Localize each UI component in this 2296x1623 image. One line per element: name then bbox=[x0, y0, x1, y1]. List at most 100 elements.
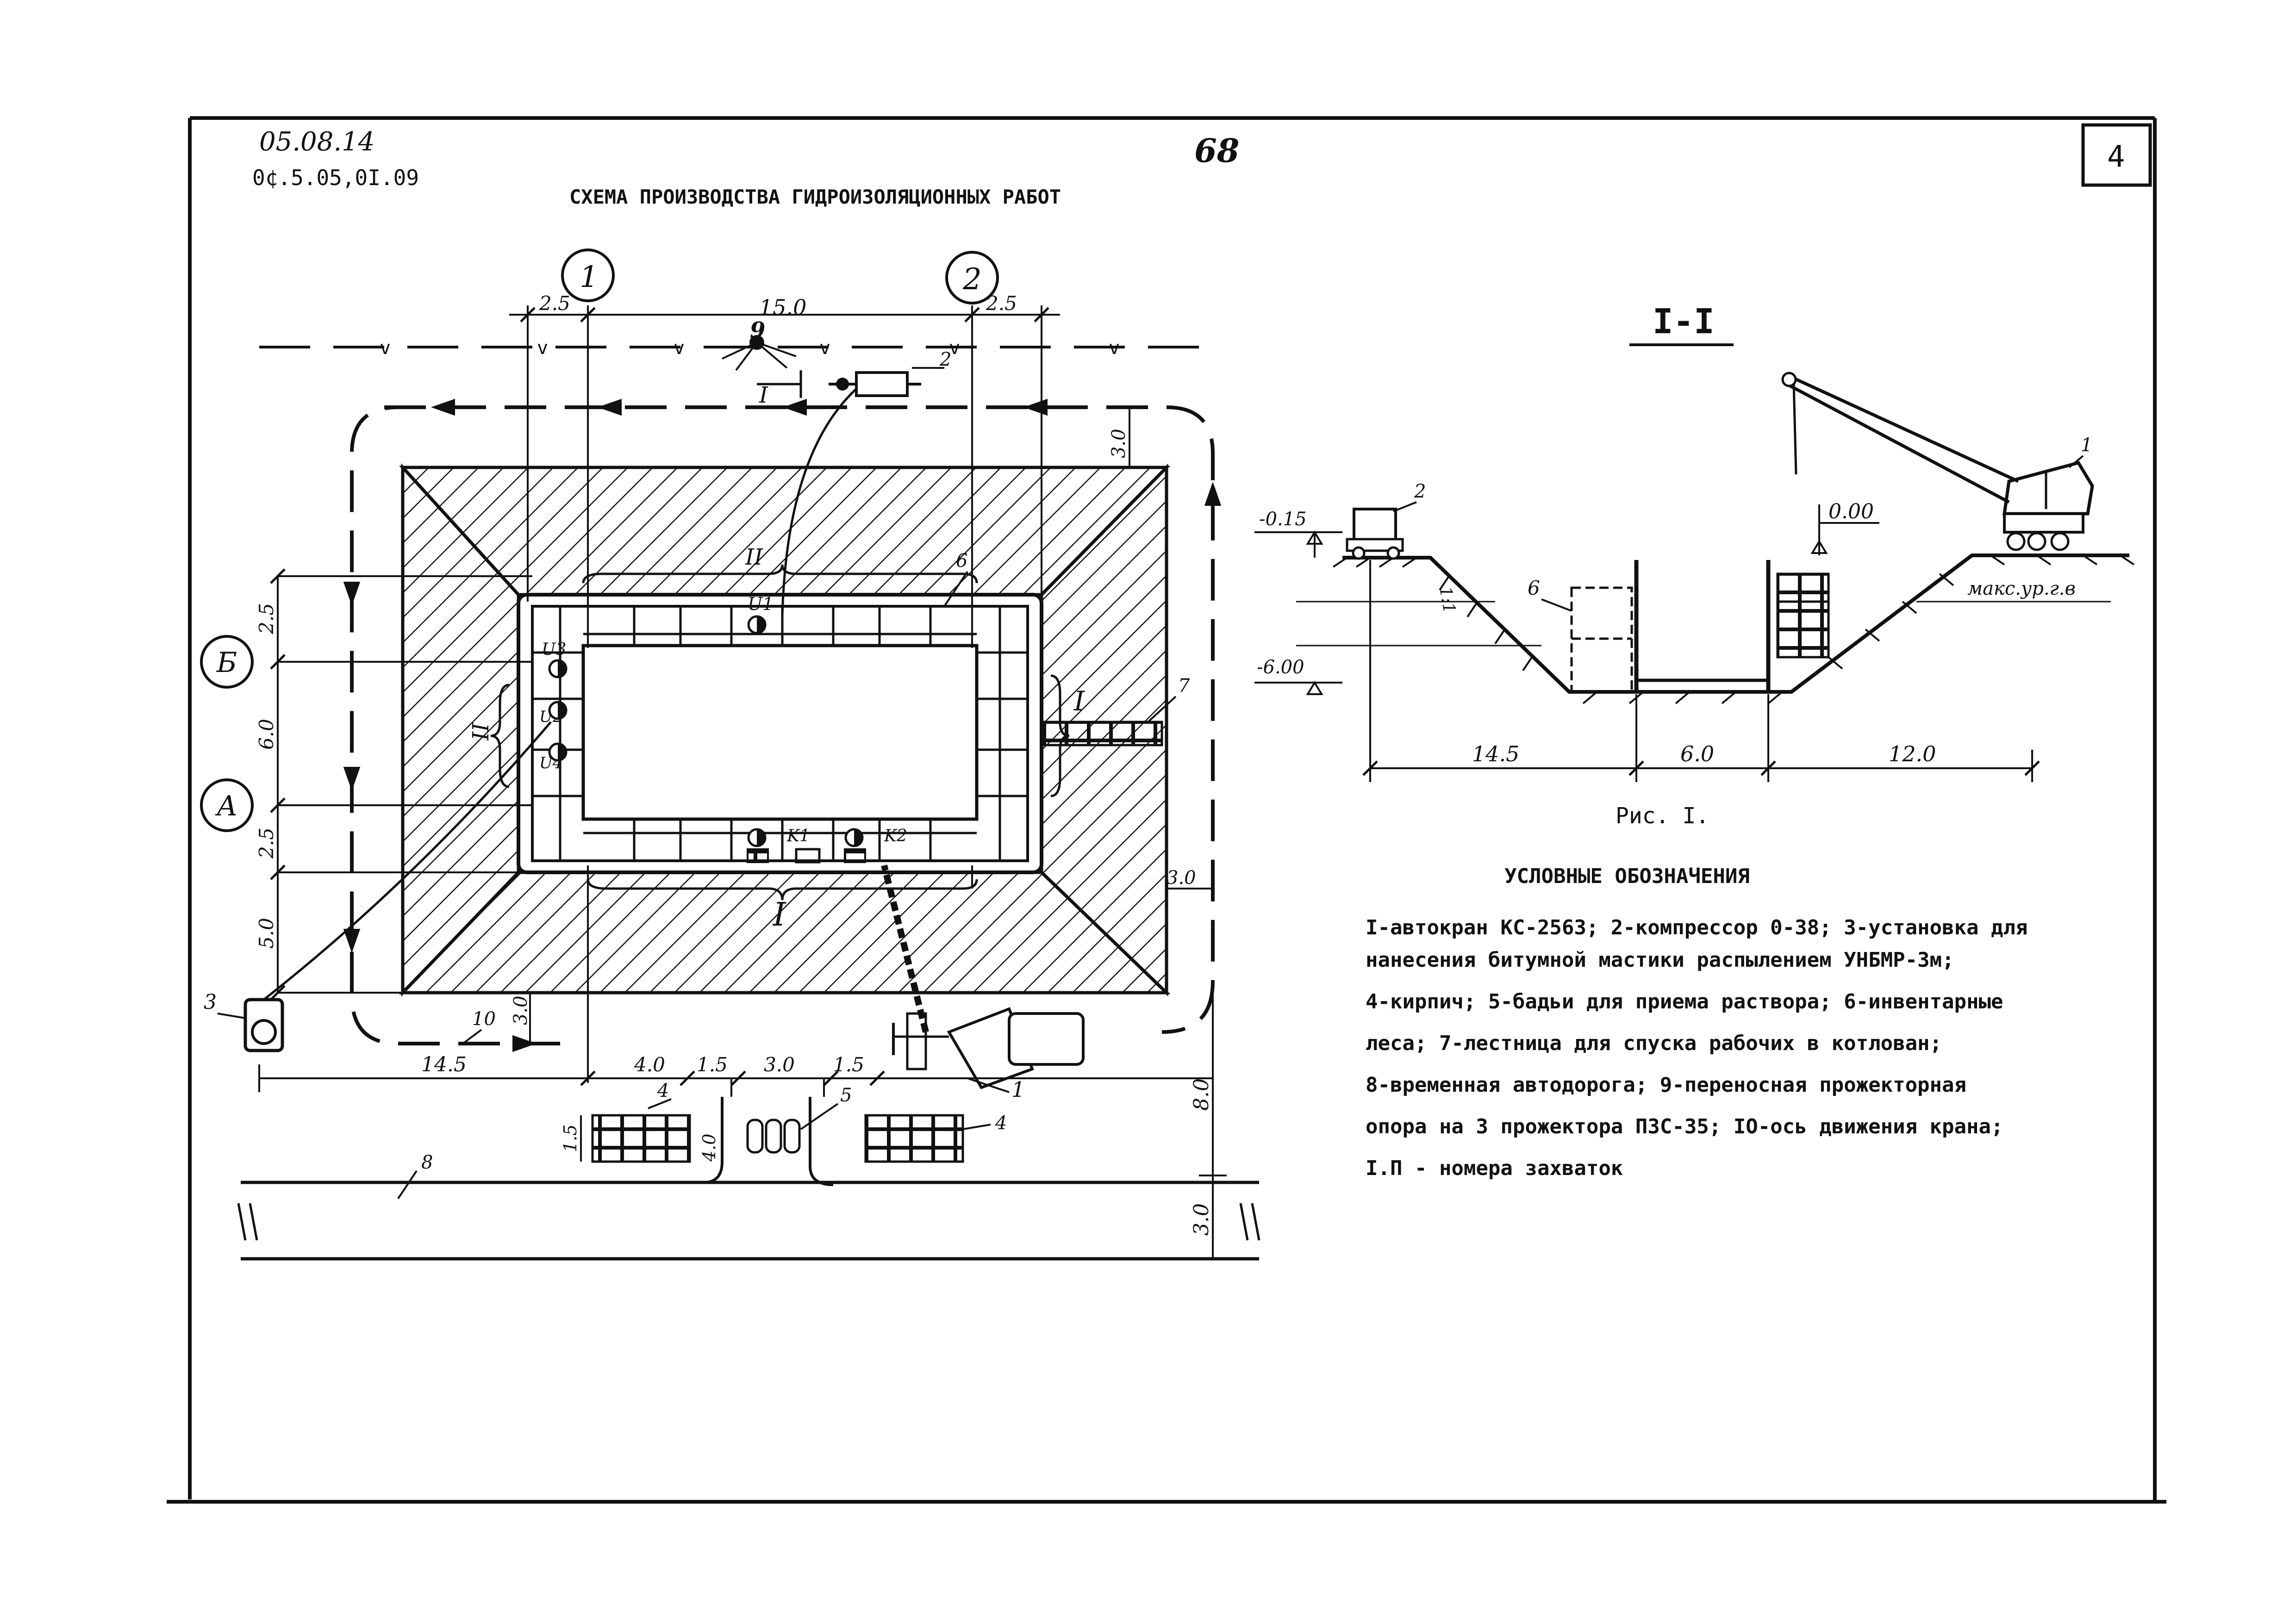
dim-storage-1: 4.0 bbox=[634, 1053, 665, 1076]
section-dim-2: 6.0 bbox=[1680, 741, 1714, 766]
mortar-tubs bbox=[746, 1119, 801, 1154]
dim-top-left: 2.5 bbox=[539, 292, 570, 315]
section-compressor: 2 bbox=[1346, 481, 1426, 560]
dim-top-middle: 15.0 bbox=[759, 295, 806, 320]
level-marks: -0.15 0.00 -6.00 макс.ур.г.в 1:1 6 bbox=[1254, 500, 2111, 695]
dim-storage-4: 1.5 bbox=[833, 1053, 864, 1076]
level-zero: 0.00 bbox=[1828, 500, 1874, 523]
drawing-date-code: 05.08.14 bbox=[259, 127, 374, 157]
section-dimensions: 14.5 6.0 12.0 bbox=[1362, 560, 2040, 782]
section-crane: 1 bbox=[1781, 372, 2094, 551]
dim-bottom-left: 14.5 bbox=[421, 1053, 467, 1076]
section-callout-6: 6 bbox=[1528, 577, 1540, 599]
temporary-road: 8 bbox=[237, 1152, 1260, 1261]
section-dim-3: 12.0 bbox=[1889, 741, 1936, 766]
zone-II-top: II bbox=[745, 544, 763, 570]
svg-text:v: v bbox=[380, 337, 391, 359]
callout-6: 6 bbox=[956, 550, 967, 572]
callout-10: 10 bbox=[472, 1008, 496, 1030]
fence-line: v v v v v v bbox=[259, 337, 1204, 359]
dim-left-1: 2.5 bbox=[255, 603, 278, 634]
sheet-number: 4 bbox=[2107, 140, 2125, 174]
figure-caption: Рис. I. bbox=[1616, 803, 1710, 829]
level-bottom: -6.00 bbox=[1257, 657, 1304, 678]
axis-1-label: 1 bbox=[580, 260, 599, 294]
axis-b-label: Б bbox=[216, 647, 237, 679]
svg-text:v: v bbox=[819, 337, 830, 359]
level-top: -0.15 bbox=[1259, 509, 1307, 530]
compressor: 2 bbox=[781, 349, 951, 616]
dim-storage-depth-2: 4.0 bbox=[699, 1134, 719, 1162]
svg-text:v: v bbox=[537, 337, 548, 359]
axis-bubble-2: 2 bbox=[945, 251, 999, 305]
dim-storage-2: 1.5 bbox=[697, 1053, 728, 1076]
crane-movement-axis bbox=[350, 405, 1215, 1045]
callout-4-right: 4 bbox=[995, 1113, 1007, 1134]
legend-line: 8-временная автодорога; 9-переносная про… bbox=[1366, 1073, 1967, 1097]
dim-left-2: 6.0 bbox=[255, 719, 278, 750]
label-u3: U3 bbox=[542, 640, 566, 659]
axis-bubble-a: А bbox=[200, 778, 254, 832]
legend-line: I-автокран КС-2563; 2-компрессор 0-38; 3… bbox=[1366, 916, 2028, 939]
callout-3: 3 bbox=[204, 990, 217, 1014]
callout-1: 1 bbox=[1011, 1077, 1025, 1102]
legend-title: УСЛОВНЫЕ ОБОЗНАЧЕНИЯ bbox=[1504, 864, 1750, 888]
axis-2-label: 2 bbox=[962, 262, 982, 297]
dim-right-vertical-2: 3.0 bbox=[1190, 1203, 1213, 1236]
section-view: I-I bbox=[1254, 302, 2135, 782]
dim-left-3: 2.5 bbox=[255, 827, 278, 859]
section-callout-2: 2 bbox=[1414, 481, 1426, 502]
legend-line: 4-кирпич; 5-бадьи для приема раствора; 6… bbox=[1366, 990, 2003, 1014]
label-k1: K1 bbox=[786, 827, 810, 846]
bitumen-sprayer: 3 bbox=[204, 721, 552, 1052]
crane-direction-arrows bbox=[343, 398, 1222, 1052]
scaffolding bbox=[517, 593, 1043, 874]
axis-a-label: А bbox=[215, 790, 237, 822]
dimension-top: 2.5 15.0 2.5 bbox=[509, 292, 1060, 323]
callout-8: 8 bbox=[421, 1152, 433, 1173]
callout-7: 7 bbox=[1178, 675, 1190, 696]
axis-bubble-b: Б bbox=[200, 635, 254, 689]
svg-text:v: v bbox=[949, 337, 960, 359]
drawing-title: СХЕМА ПРОИЗВОДСТВА ГИДРОИЗОЛЯЦИОННЫХ РАБ… bbox=[569, 186, 1061, 208]
ground-profile bbox=[1342, 553, 2129, 694]
zone-I-right: I bbox=[1073, 685, 1085, 717]
label-u1: U1 bbox=[748, 594, 774, 614]
brick-stack-left bbox=[591, 1114, 691, 1163]
dim-storage-3: 3.0 bbox=[764, 1053, 795, 1076]
zone-II-left: II bbox=[468, 722, 494, 741]
svg-text:v: v bbox=[674, 337, 685, 359]
dim-top-right: 2.5 bbox=[986, 292, 1017, 315]
legend-line: опора на 3 прожектора ПЗС-35; IO-ось дви… bbox=[1366, 1115, 2003, 1138]
axis-bubble-1: 1 bbox=[561, 249, 615, 302]
section-mark: I bbox=[759, 382, 768, 408]
brick-stack-right bbox=[864, 1114, 964, 1163]
legend-line: I.П - номера захваток bbox=[1366, 1157, 1623, 1180]
zone-labels: II I II I bbox=[468, 544, 1085, 933]
grid-axes bbox=[278, 305, 1042, 1083]
drawing-series-code: 0¢.5.05,0I.09 bbox=[252, 165, 419, 190]
spotlight-pole: 9 I bbox=[722, 317, 802, 408]
dim-right-top: 3.0 bbox=[1108, 429, 1129, 458]
section-dim-1: 14.5 bbox=[1472, 741, 1519, 766]
svg-text:v: v bbox=[1109, 337, 1120, 359]
section-title: I-I bbox=[1653, 302, 1715, 342]
equipment-points: U1 U3 U2 U4 K1 K2 bbox=[539, 594, 907, 864]
storage-area: 4 4 5 1.5 4.0 bbox=[560, 1077, 1007, 1186]
site-plan: v v v v v v bbox=[200, 249, 1260, 1261]
callout-9: 9 bbox=[750, 317, 765, 343]
label-k2: K2 bbox=[884, 827, 907, 846]
dim-right-vertical-1: 8.0 bbox=[1190, 1078, 1213, 1111]
water-level: макс.ур.г.в bbox=[1967, 578, 2076, 599]
dim-right-bottom: 3.0 bbox=[1167, 867, 1196, 889]
sheet-frame bbox=[167, 116, 2166, 1504]
dim-left-4: 5.0 bbox=[255, 918, 278, 949]
legend: I-автокран КС-2563; 2-компрессор 0-38; 3… bbox=[1366, 907, 2143, 1189]
slope-ratio: 1:1 bbox=[1435, 585, 1459, 615]
crane-plan: 1 bbox=[881, 864, 1085, 1102]
dimension-right: 3.0 3.0 bbox=[1108, 407, 1213, 889]
page-number: 68 bbox=[1194, 131, 1239, 170]
legend-line: нанесения битумной мастики распылением У… bbox=[1366, 948, 1954, 972]
dimension-right-vertical: 8.0 3.0 bbox=[1190, 995, 1227, 1260]
